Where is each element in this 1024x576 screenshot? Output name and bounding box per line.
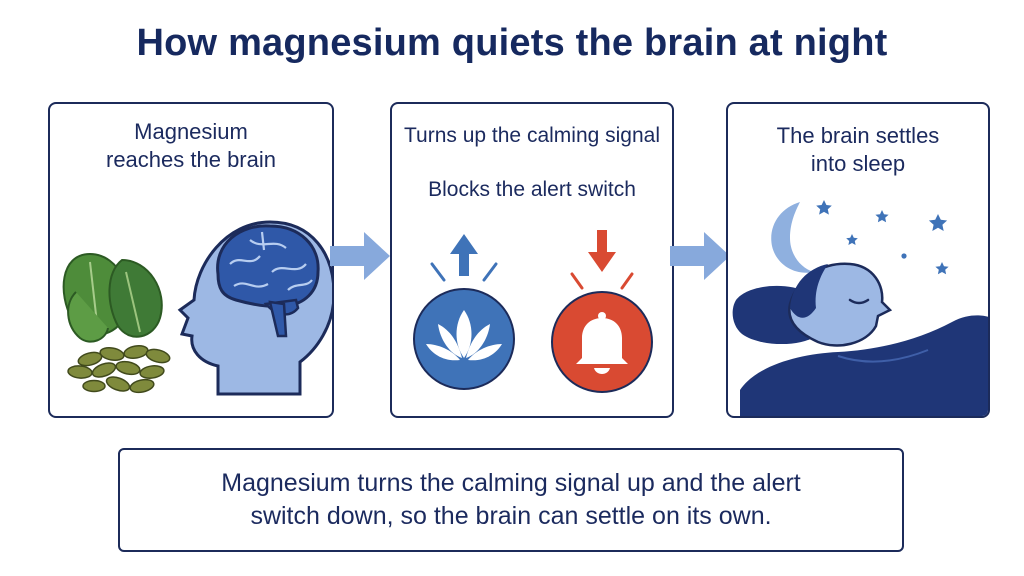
spinach-leaf-icon xyxy=(62,252,163,343)
panel-brain-settles: The brain settles into sleep xyxy=(726,102,990,418)
moon-icon xyxy=(771,202,814,273)
arrow-up-icon xyxy=(430,234,498,282)
summary-box: Magnesium turns the calming signal up an… xyxy=(118,448,904,552)
bell-icon xyxy=(551,291,653,393)
arrow-down-icon xyxy=(570,230,634,290)
sleeping-person-icon xyxy=(732,262,988,416)
panel-label: Magnesium reaches the brain xyxy=(106,119,276,172)
panel-calming-and-alert: Turns up the calming signal Blocks the a… xyxy=(390,102,674,418)
arrow-right-icon xyxy=(330,232,390,280)
lotus-icon xyxy=(413,288,515,390)
panel-label-alert: Blocks the alert switch xyxy=(428,178,636,201)
summary-text: Magnesium turns the calming signal up an… xyxy=(221,469,801,530)
head-brain-icon xyxy=(177,220,332,396)
panel-label: The brain settles into sleep xyxy=(776,123,940,176)
panel-label-calming: Turns up the calming signal xyxy=(403,124,661,147)
pumpkin-seed-icon xyxy=(67,344,171,394)
panel-magnesium-reaches-brain: Magnesium reaches the brain xyxy=(48,102,334,418)
page-title: How magnesium quiets the brain at night xyxy=(136,22,888,64)
star-icon xyxy=(816,200,949,275)
arrow-right-icon xyxy=(670,232,730,280)
